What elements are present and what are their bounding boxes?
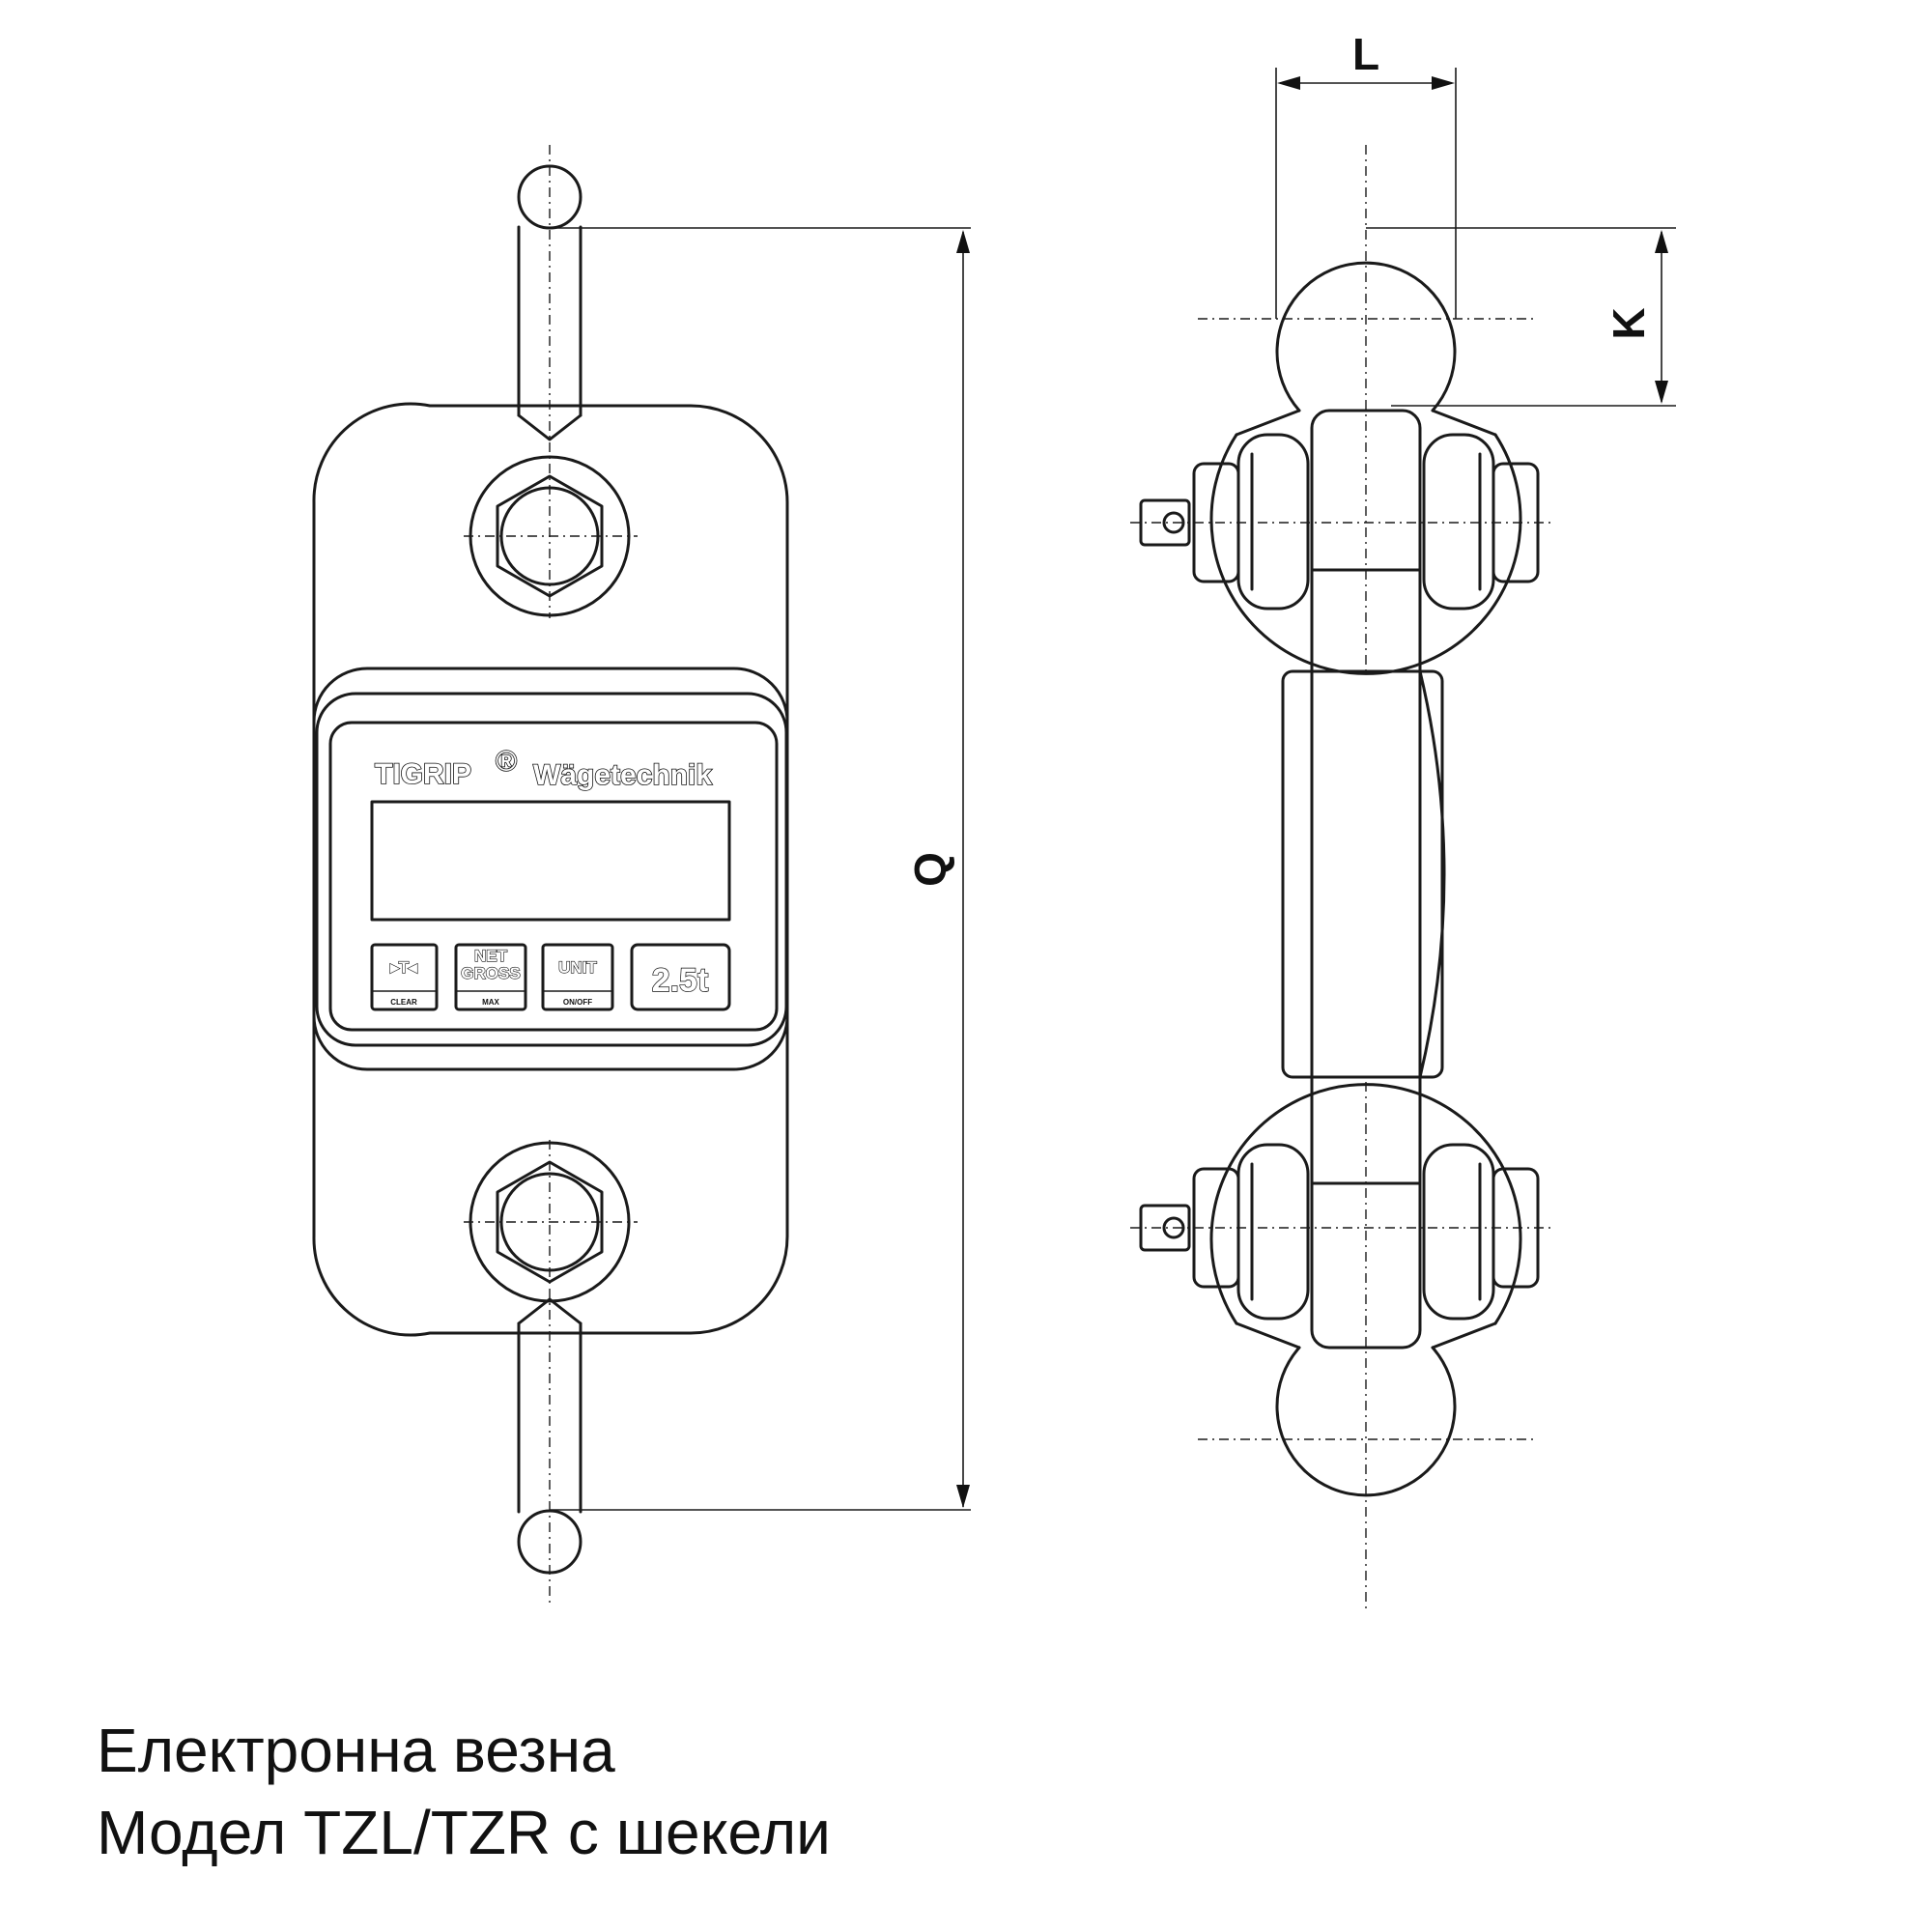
capacity-badge: 2.5t [630, 943, 731, 1011]
bottom-shackle-pin [1130, 1143, 1550, 1321]
brand-subtitle: Wägetechnik [533, 759, 712, 791]
side-body [1310, 409, 1422, 1350]
bottom-eye-bolt [464, 1140, 638, 1604]
top-shackle-bow [1209, 261, 1522, 675]
scale-body [312, 402, 789, 1337]
front-view: TIGRIP ® Wägetechnik ▸T◂ CLEAR NET GROSS… [312, 145, 789, 1604]
net-gross-button-label-2: GROSS [461, 964, 520, 982]
tare-button-sublabel: CLEAR [390, 998, 417, 1007]
tare-button-label: ▸T◂ [389, 958, 417, 977]
side-view [1130, 145, 1550, 1613]
unit-button-label: UNIT [558, 958, 597, 977]
dimension-k-label: K [1604, 307, 1654, 339]
dimension-k: K [1366, 227, 1676, 407]
display-housing [315, 692, 788, 1047]
side-display-housing [1281, 669, 1444, 1079]
net-gross-button-sublabel: MAX [482, 998, 499, 1007]
dimension-l-label: L [1352, 29, 1379, 79]
caption-title: Електронна везна [97, 1716, 615, 1785]
top-eye-bolt [464, 145, 638, 618]
dimension-q: Q [550, 227, 971, 1511]
unit-button-sublabel: ON/OFF [563, 998, 592, 1007]
unit-button[interactable]: UNIT ON/OFF [541, 943, 614, 1011]
top-shackle-pin [1130, 433, 1550, 611]
capacity-label: 2.5t [652, 962, 709, 999]
net-gross-button[interactable]: NET GROSS MAX [454, 943, 527, 1011]
dimension-q-label: Q [905, 852, 955, 887]
tare-button[interactable]: ▸T◂ CLEAR [370, 943, 439, 1011]
lcd-screen [370, 800, 731, 922]
caption-model: Модел TZL/TZR с шекели [97, 1798, 831, 1867]
display-panel [328, 721, 779, 1032]
brand-registered-mark: ® [496, 746, 517, 778]
dimension-l: L [1275, 29, 1457, 319]
brand-logo: TIGRIP [375, 758, 471, 790]
net-gross-button-label: NET [474, 947, 508, 965]
